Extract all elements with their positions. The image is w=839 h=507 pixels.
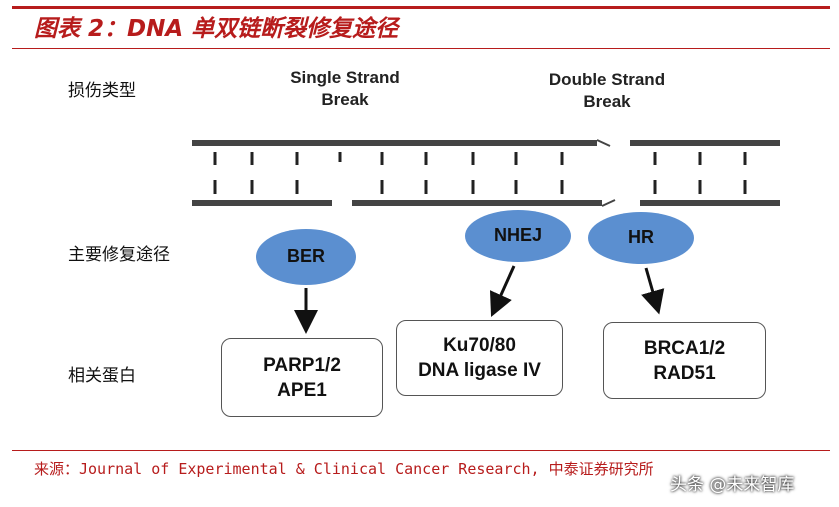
row-label-repair-pathway: 主要修复途径 (68, 245, 170, 265)
bottom-rule (12, 450, 830, 451)
ber-protein-box: PARP1/2 APE1 (221, 338, 383, 417)
single-strand-break-line2: Break (321, 90, 369, 109)
figure-title: 图表 2：DNA 单双链断裂修复途径 (34, 16, 399, 42)
nhej-node (465, 210, 571, 262)
hr-label: HR (628, 227, 654, 247)
hr-protein-line2: RAD51 (653, 362, 716, 384)
dna-base-pairs (213, 152, 747, 194)
dna-top-strand-right (630, 140, 780, 146)
ber-protein-line1: PARP1/2 (263, 354, 341, 376)
ber-node (256, 229, 356, 285)
double-strand-break-line2: Break (583, 92, 631, 111)
source-note: 来源：Journal of Experimental & Clinical Ca… (34, 460, 654, 478)
hr-protein-line1: BRCA1/2 (643, 337, 726, 359)
top-rule (12, 6, 830, 9)
nhej-protein-box: Ku70/80 DNA ligase IV (396, 320, 563, 396)
dna-bottom-strand-right (640, 200, 780, 206)
single-strand-break-heading: Single Strand Break (265, 67, 425, 111)
double-strand-break-line1: Double Strand (548, 70, 666, 89)
row-label-related-protein: 相关蛋白 (68, 366, 136, 386)
dna-bottom-strand-left (192, 200, 332, 206)
hr-node (588, 212, 694, 264)
dsb-break-edge-top (596, 139, 611, 147)
title-rule (12, 48, 830, 49)
hr-protein-box: BRCA1/2 RAD51 (603, 322, 766, 399)
single-strand-break-line1: Single Strand (290, 68, 400, 87)
nhej-protein-line2: DNA ligase IV (418, 360, 541, 381)
dsb-break-edge-bottom (601, 199, 616, 207)
double-strand-break-heading: Double Strand Break (527, 69, 687, 113)
hr-arrow (641, 267, 665, 315)
nhej-protein-line1: Ku70/80 (443, 335, 516, 356)
row-label-damage-type: 损伤类型 (68, 81, 136, 101)
ber-label: BER (286, 246, 325, 266)
nhej-label: NHEJ (493, 225, 542, 245)
dna-bottom-strand-middle (352, 200, 602, 206)
nhej-arrow (489, 265, 516, 317)
watermark: 头条 @未来智库 (670, 475, 795, 495)
ber-protein-line2: APE1 (277, 379, 327, 401)
dna-top-strand-left (192, 140, 597, 146)
